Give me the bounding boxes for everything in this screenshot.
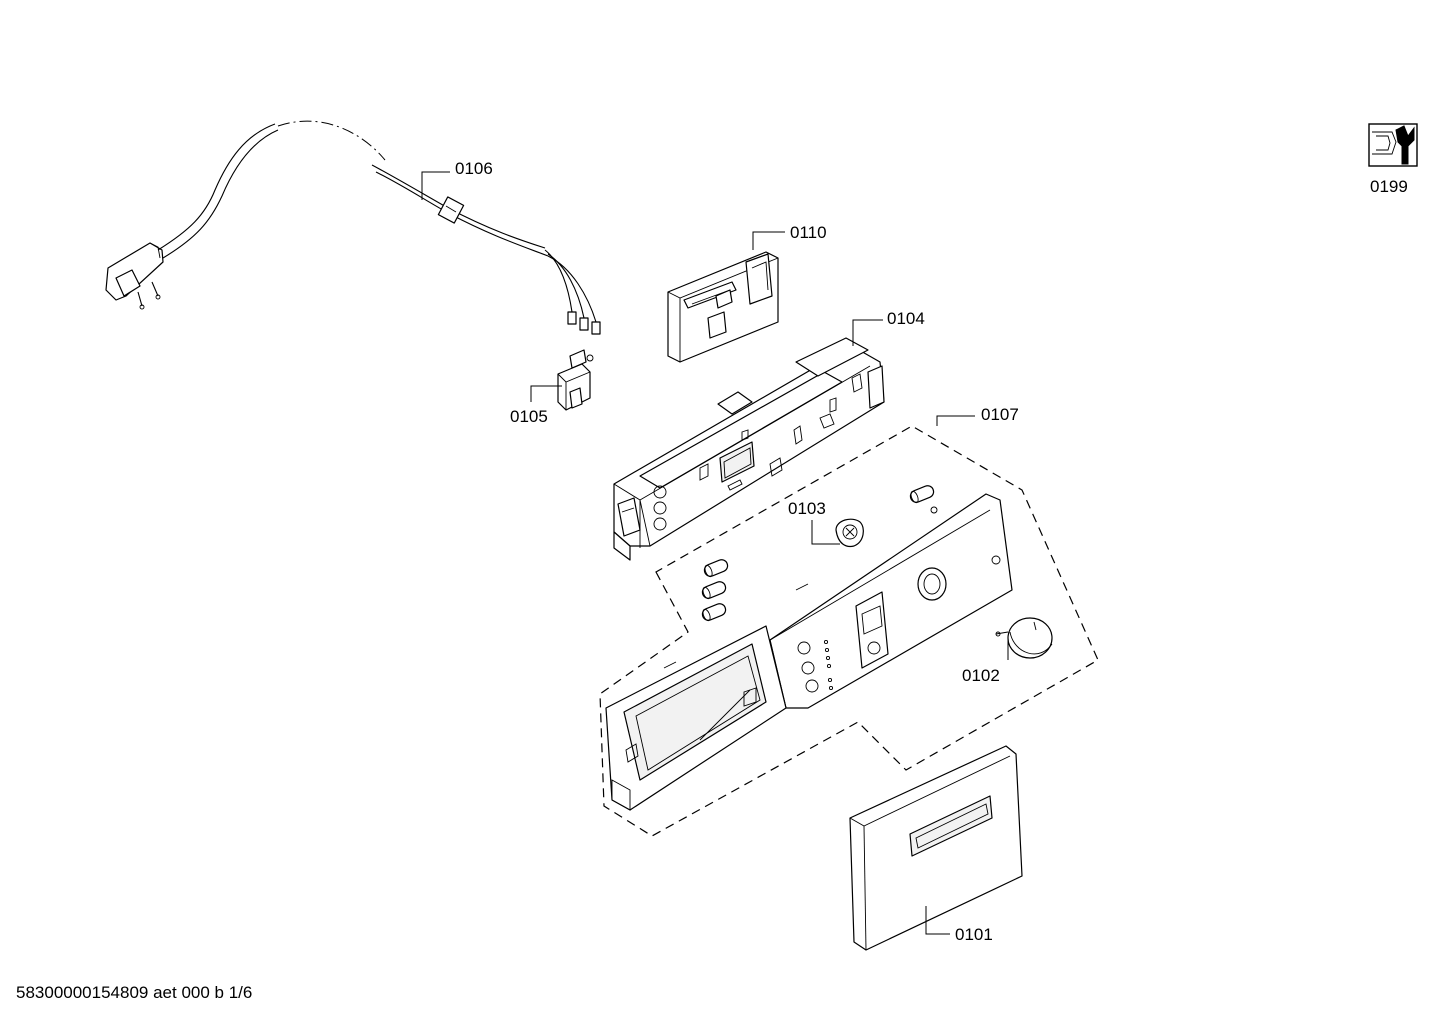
callout-0102: 0102 bbox=[962, 666, 1000, 685]
part-0103-knob-insert[interactable] bbox=[811, 518, 864, 548]
push-rod-buttons bbox=[701, 485, 935, 622]
callout-0110: 0110 bbox=[790, 223, 827, 242]
callout-0104: 0104 bbox=[887, 309, 925, 328]
callout-0101: 0101 bbox=[955, 925, 993, 944]
part-0102-selector-knob[interactable] bbox=[995, 617, 1053, 660]
drawing-id: 58300000154809 aet 000 b 1/6 bbox=[16, 983, 252, 1002]
part-0105-interference-suppressor[interactable] bbox=[530, 349, 594, 411]
part-0101-drawer-handle[interactable] bbox=[849, 745, 1023, 951]
part-0106-power-cable[interactable] bbox=[105, 120, 601, 335]
callout-0199: 0199 bbox=[1370, 177, 1408, 196]
callout-0106: 0106 bbox=[455, 159, 493, 178]
part-0104-module-housing[interactable] bbox=[613, 319, 885, 561]
part-0110-control-module[interactable] bbox=[667, 231, 785, 363]
part-0107-assembly-group[interactable] bbox=[599, 415, 1099, 837]
callout-0107: 0107 bbox=[981, 405, 1019, 424]
callout-0105: 0105 bbox=[510, 407, 548, 426]
callout-0103: 0103 bbox=[788, 499, 826, 518]
control-panel-fascia bbox=[605, 493, 1013, 811]
wrench-icon bbox=[1368, 123, 1418, 167]
